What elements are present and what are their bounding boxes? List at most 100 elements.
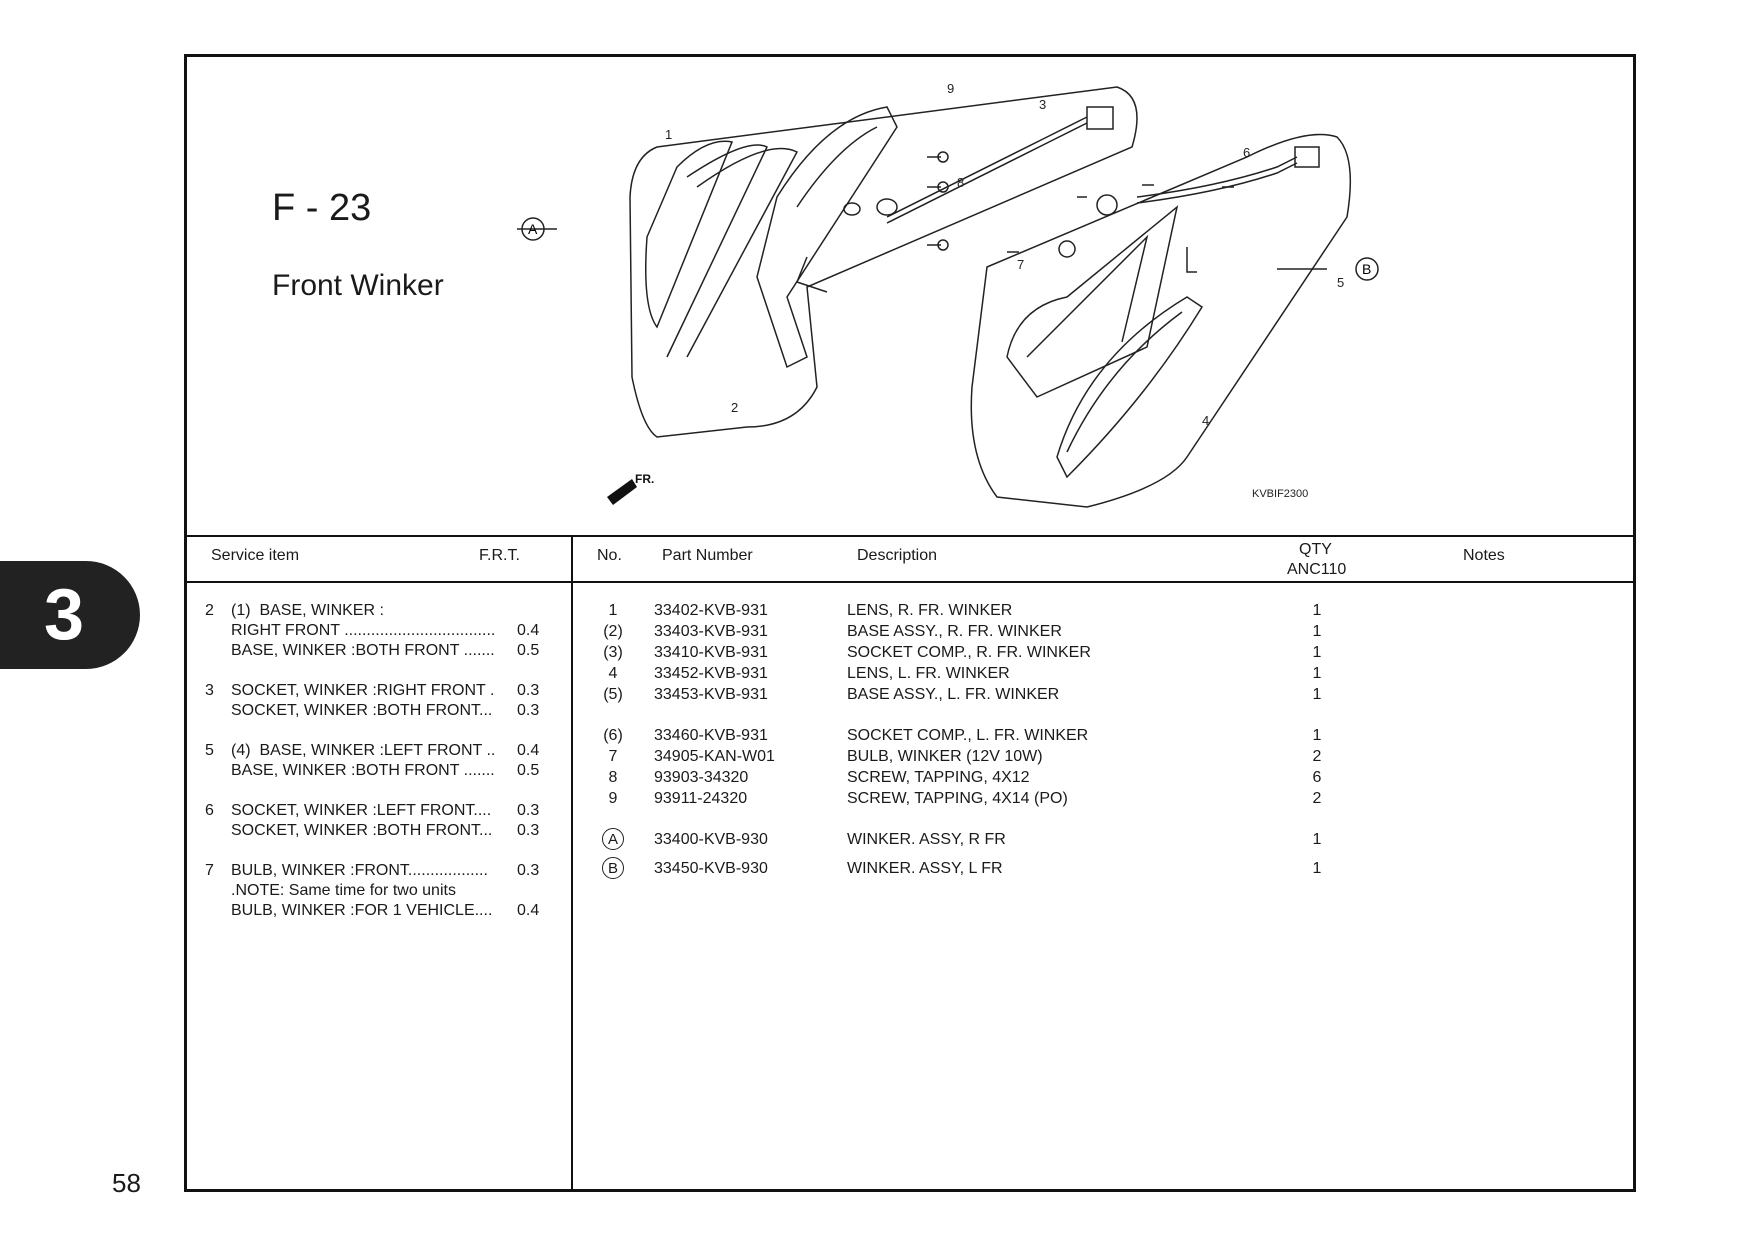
part-number: 33403-KVB-931 [654,623,768,640]
part-no: (2) [603,623,623,640]
part-qty: 2 [1312,748,1322,765]
service-text: BULB, WINKER :FRONT.................. [231,862,488,879]
callout-5: 5 [1337,275,1344,290]
part-no: 9 [608,790,618,807]
callout-3: 3 [1039,97,1046,112]
drawing-code: KVBIF2300 [1252,488,1308,500]
part-no: 8 [608,769,618,786]
part-number: 33410-KVB-931 [654,644,768,661]
part-number: 33402-KVB-931 [654,602,768,619]
table-top-rule [187,535,1633,537]
part-no: 1 [608,602,618,619]
no-header: No. [597,547,622,564]
part-number: 93903-34320 [654,769,749,786]
part-qty: 1 [1312,727,1322,744]
part-qty: 1 [1312,686,1322,703]
service-text: (1) BASE, WINKER : [231,602,384,619]
service-frt: 0.3 [517,682,540,699]
part-number: 33452-KVB-931 [654,665,768,682]
part-number: 33450-KVB-930 [654,860,768,877]
part-description: SCREW, TAPPING, 4X14 (PO) [847,790,1068,807]
callout-7: 7 [1017,257,1024,272]
service-text: SOCKET, WINKER :BOTH FRONT... [231,822,493,839]
service-text: (4) BASE, WINKER :LEFT FRONT .. [231,742,496,759]
part-no: (5) [603,686,623,703]
service-no: 7 [205,862,214,879]
part-no: 7 [608,748,618,765]
part-description: SCREW, TAPPING, 4X12 [847,769,1030,786]
header-rule [187,581,1633,583]
winker-drawing: 1 2 3 4 5 6 7 8 9 A B KVBIF2300 FR. [517,81,1379,508]
service-text: SOCKET, WINKER :LEFT FRONT.... [231,802,492,819]
service-frt: 0.4 [517,742,540,759]
service-frt: 0.4 [517,902,540,919]
service-no: 2 [205,602,214,619]
page-number: 58 [112,1168,141,1198]
parts-page-frame: F - 23 Front Winker [184,54,1636,1192]
part-description: LENS, L. FR. WINKER [847,665,1010,682]
part-no: (3) [603,644,623,661]
service-text: .NOTE: Same time for two units [231,882,456,899]
part-qty: 6 [1312,769,1322,786]
part-qty: 2 [1312,790,1322,807]
service-frt: 0.5 [517,762,540,779]
service-text: RIGHT FRONT ............................… [231,622,496,639]
part-number: 34905-KAN-W01 [654,748,775,765]
service-item-header: Service item [211,547,300,564]
service-text: BULB, WINKER :FOR 1 VEHICLE.... [231,902,493,919]
service-text: SOCKET, WINKER :BOTH FRONT... [231,702,493,719]
part-number: 33460-KVB-931 [654,727,768,744]
service-no: 3 [205,682,214,699]
section-tab: 3 [0,561,140,669]
frt-header: F.R.T. [479,547,520,564]
service-frt: 0.4 [517,622,540,639]
service-no: 5 [205,742,214,759]
part-description: SOCKET COMP., L. FR. WINKER [847,727,1089,744]
part-number-header: Part Number [662,547,753,564]
callout-9: 9 [947,81,954,96]
service-frt: 0.3 [517,862,540,879]
part-qty: 1 [1312,665,1322,682]
column-divider [571,535,573,1192]
assy-a-no: A [602,828,624,850]
service-no: 6 [205,802,214,819]
part-description: BASE ASSY., L. FR. WINKER [847,686,1060,703]
part-description: SOCKET COMP., R. FR. WINKER [847,644,1091,661]
callout-1: 1 [665,127,672,142]
service-frt: 0.3 [517,802,540,819]
part-number: 93911-24320 [654,790,748,807]
part-no: 4 [608,665,618,682]
service-frt: 0.3 [517,822,540,839]
part-no: (6) [603,727,623,744]
callout-4: 4 [1202,413,1209,428]
part-number: 33453-KVB-931 [654,686,768,703]
part-qty: 1 [1312,644,1322,661]
front-label: FR. [635,472,654,486]
part-description: LENS, R. FR. WINKER [847,602,1013,619]
qty-header: QTY [1299,541,1332,558]
service-frt: 0.5 [517,642,540,659]
callout-2: 2 [731,400,738,415]
callout-6: 6 [1243,145,1250,160]
part-description: BASE ASSY., R. FR. WINKER [847,623,1062,640]
service-text: SOCKET, WINKER :RIGHT FRONT . [231,682,495,699]
assy-b-marker: B [1362,261,1371,277]
figure-title: Front Winker [272,269,444,302]
service-frt: 0.3 [517,702,540,719]
part-qty: 1 [1312,860,1322,877]
part-qty: 1 [1312,831,1322,848]
part-description: WINKER. ASSY, L FR [847,860,1003,877]
notes-header: Notes [1463,547,1505,564]
service-text: BASE, WINKER :BOTH FRONT ....... [231,762,495,779]
part-qty: 1 [1312,602,1322,619]
figure-code: F - 23 [272,187,372,229]
exploded-diagram: F - 23 Front Winker [187,57,1633,535]
part-description: WINKER. ASSY, R FR [847,831,1006,848]
model-header: ANC110 [1287,561,1347,578]
front-arrow-icon [607,479,637,505]
service-text: BASE, WINKER :BOTH FRONT ....... [231,642,495,659]
part-description: BULB, WINKER (12V 10W) [847,748,1043,765]
callout-8: 8 [957,175,964,190]
assy-a-marker: A [528,221,538,237]
part-number: 33400-KVB-930 [654,831,768,848]
